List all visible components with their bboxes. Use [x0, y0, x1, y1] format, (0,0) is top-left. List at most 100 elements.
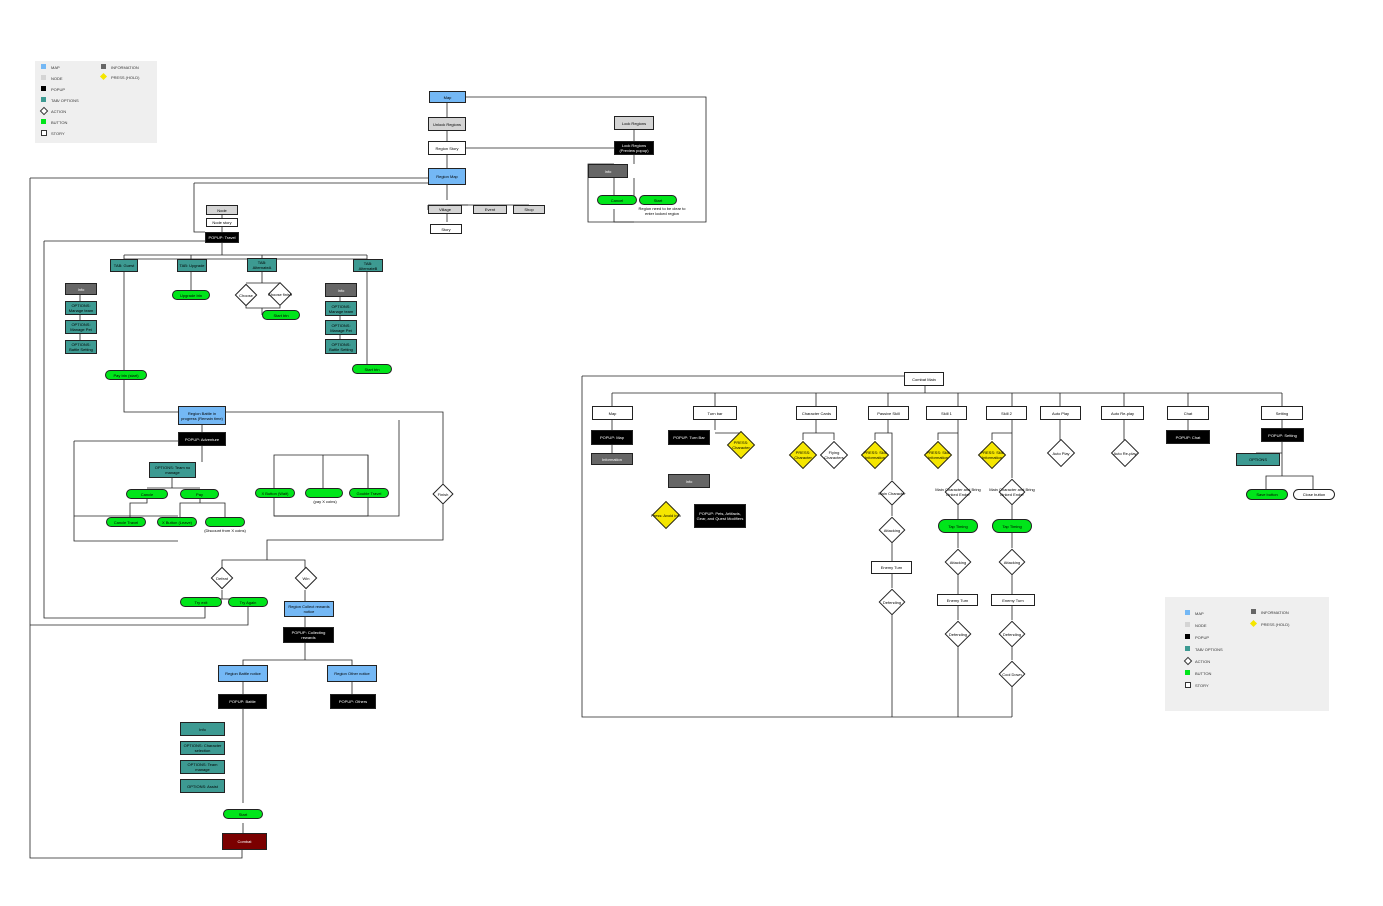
start-c-button[interactable]: Start: [223, 809, 263, 819]
region-story-node[interactable]: Region Story: [428, 141, 466, 155]
map-node[interactable]: Map: [429, 91, 466, 103]
c-press-skill-info-2[interactable]: PRESS: Skill Information: [977, 440, 1007, 470]
shop-node[interactable]: Shop: [513, 205, 545, 214]
c-enemy-turn[interactable]: Enemy Turn: [871, 561, 912, 574]
pay-button[interactable]: Pay: [180, 489, 219, 499]
popup-adventure[interactable]: POPUP: Adventure: [178, 432, 226, 446]
c-skill2-node[interactable]: Skill 2: [986, 406, 1027, 420]
unlock-regions-node[interactable]: Unlock Regions: [428, 117, 466, 131]
c-character-cards-node[interactable]: Character Cards: [796, 406, 837, 420]
options-character-selection[interactable]: OPTIONS: Character selection: [180, 741, 225, 755]
c-passive-skill-node[interactable]: Passive Skill: [868, 406, 909, 420]
c-skill1-node[interactable]: Skill 1: [926, 406, 967, 420]
c-chat-node[interactable]: Chat: [1167, 406, 1209, 420]
c-defending[interactable]: Defending: [877, 588, 907, 616]
info-c-node[interactable]: Info: [180, 722, 225, 736]
story-node[interactable]: Story: [430, 224, 462, 234]
node-story-node[interactable]: Node story: [206, 218, 238, 227]
lock-regions-node[interactable]: Lock Regions: [614, 116, 654, 130]
c-auto-replay-action[interactable]: Auto Re-play: [1109, 438, 1141, 468]
info-b-node[interactable]: Info: [325, 283, 357, 297]
c-defending-1[interactable]: Defending: [943, 620, 973, 648]
tab-upgrade[interactable]: TAB: Upgrade: [177, 259, 207, 272]
c-auto-play-action[interactable]: Auto Play: [1046, 438, 1076, 468]
c-popup-turn-bar[interactable]: POPUP: Turn Bar: [668, 430, 710, 445]
gouble-travel-button[interactable]: Gouble Travel: [349, 488, 389, 498]
c-main-char-bring-1[interactable]: Main Character and Bring Linked Ender: [935, 478, 981, 506]
discount-button[interactable]: [205, 517, 245, 527]
start-button[interactable]: Start: [639, 195, 677, 205]
options-team-manage[interactable]: OPTIONS: Team no manage: [149, 462, 196, 478]
options-battle-setting-b[interactable]: OPTIONS: Battle Setting: [325, 339, 357, 354]
options-manage-pet-a[interactable]: OPTIONS: Manage Pet: [65, 320, 97, 334]
c-enemy-turn-2[interactable]: Enemy Turn: [991, 594, 1035, 606]
c-flying-characters[interactable]: Flying Characters: [819, 440, 849, 470]
c-info-node[interactable]: Info: [668, 474, 710, 488]
combat-node[interactable]: Combat: [222, 833, 267, 850]
options-team-manage-battle[interactable]: OPTIONS: Team manage: [180, 760, 225, 774]
c-popup-pets-artifacts[interactable]: POPUP: Pets, Artifacts, Gear, and Quest …: [694, 504, 746, 528]
c-tap-timing-2[interactable]: Tap Timing: [992, 519, 1032, 533]
c-popup-setting[interactable]: POPUP: Setting: [1261, 428, 1304, 442]
c-defending-2[interactable]: Defending: [997, 620, 1027, 648]
options-battle-setting-a[interactable]: OPTIONS: Battle Setting: [65, 340, 97, 354]
c-press-avoid-info[interactable]: Press: Avoid info: [650, 500, 682, 530]
x-button-wait[interactable]: X Button (Wait): [255, 488, 295, 498]
c-main-character[interactable]: Main Character: [877, 480, 907, 506]
c-setting-node[interactable]: Setting: [1261, 406, 1303, 420]
popup-others[interactable]: POPUP: Others: [330, 694, 376, 709]
lock-regions-popup[interactable]: Lock Regions (Preview popup): [614, 141, 654, 155]
cancle-travel-button[interactable]: Cancle Travel: [106, 517, 146, 527]
region-battle-notice[interactable]: Region Battle notice: [218, 665, 268, 682]
tab-guest[interactable]: TAB: Guest: [110, 259, 138, 272]
c-attacking[interactable]: Attacking: [877, 516, 907, 544]
c-press-skill-info[interactable]: PRESS: Skill Information: [860, 440, 890, 470]
c-press-character[interactable]: PRESS: Character: [726, 430, 756, 460]
c-popup-chat[interactable]: POPUP: Chat: [1166, 430, 1210, 444]
options-assist[interactable]: OPTIONS: Assist: [180, 779, 225, 793]
region-map-node[interactable]: Region Map: [428, 168, 466, 185]
c-auto-play-node[interactable]: Auto Play: [1040, 406, 1081, 420]
info-a-node[interactable]: Info: [65, 283, 97, 295]
defeat-action[interactable]: Defeat: [209, 566, 235, 590]
c-attacking-1[interactable]: Attacking: [943, 548, 973, 576]
node-node[interactable]: Node: [206, 205, 238, 215]
try-exit-button[interactable]: Try exit: [180, 597, 222, 607]
start-btn-b[interactable]: Start btn: [352, 364, 392, 374]
pay-x-coins-button[interactable]: [305, 488, 343, 498]
popup-travel[interactable]: POPUP: Travel: [205, 232, 239, 243]
c-turn-bar-node[interactable]: Turn bar: [693, 406, 737, 420]
try-again-button[interactable]: Try Again: [228, 597, 268, 607]
options-manage-pet-b[interactable]: OPTIONS: Manage Pet: [325, 320, 357, 335]
choose-action[interactable]: Choose: [233, 283, 259, 307]
finish-action[interactable]: Finish: [431, 483, 455, 505]
cancel-button[interactable]: Cancel: [597, 195, 637, 205]
village-node[interactable]: Village: [428, 205, 462, 214]
c-main-char-bring-2[interactable]: Main Character and Bring Linked Ender: [989, 478, 1035, 506]
info-lock-node[interactable]: Info: [588, 164, 628, 178]
popup-collecting-rewards[interactable]: POPUP: Collecting rewards: [283, 627, 334, 643]
x-button-leave[interactable]: X Button (Leave): [157, 517, 197, 527]
options-manage-team-a[interactable]: OPTIONS: Manage team: [65, 301, 97, 315]
c-tap-timing-1[interactable]: Tap Timing: [938, 519, 978, 533]
c-cool-down[interactable]: Cool Down: [996, 660, 1028, 688]
c-map-node[interactable]: Map: [592, 406, 633, 420]
start-btn-a[interactable]: Start btn: [262, 310, 300, 320]
options-manage-team-b[interactable]: OPTIONS: Manage team: [325, 301, 357, 316]
popup-battle[interactable]: POPUP: Battle: [218, 694, 267, 709]
c-attacking-2[interactable]: Attacking: [997, 548, 1027, 576]
cancle-button[interactable]: Cancle: [126, 489, 168, 499]
pay-btn-start[interactable]: Pay btn (start): [105, 370, 147, 380]
region-battle-progress[interactable]: Region Battle in progress (Remain time): [178, 406, 226, 425]
tab-alternate-a[interactable]: TAB: AlternateA: [247, 258, 277, 272]
c-press-skill-info-1[interactable]: PRESS: Skill Information: [923, 440, 953, 470]
win-action[interactable]: Win: [293, 566, 319, 590]
event-node[interactable]: Event: [473, 205, 507, 214]
region-other-notice[interactable]: Region Other notice: [327, 665, 377, 682]
c-save-button[interactable]: Save button: [1246, 489, 1288, 500]
c-popup-map[interactable]: POPUP: Map: [591, 430, 633, 445]
region-collect-rewards[interactable]: Region Collect rewards notice: [284, 601, 334, 617]
c-close-button[interactable]: Close button: [1293, 489, 1335, 500]
c-enemy-turn-1[interactable]: Enemy Turn: [937, 594, 978, 606]
upgrade-button[interactable]: Upgrade btn: [172, 290, 210, 300]
